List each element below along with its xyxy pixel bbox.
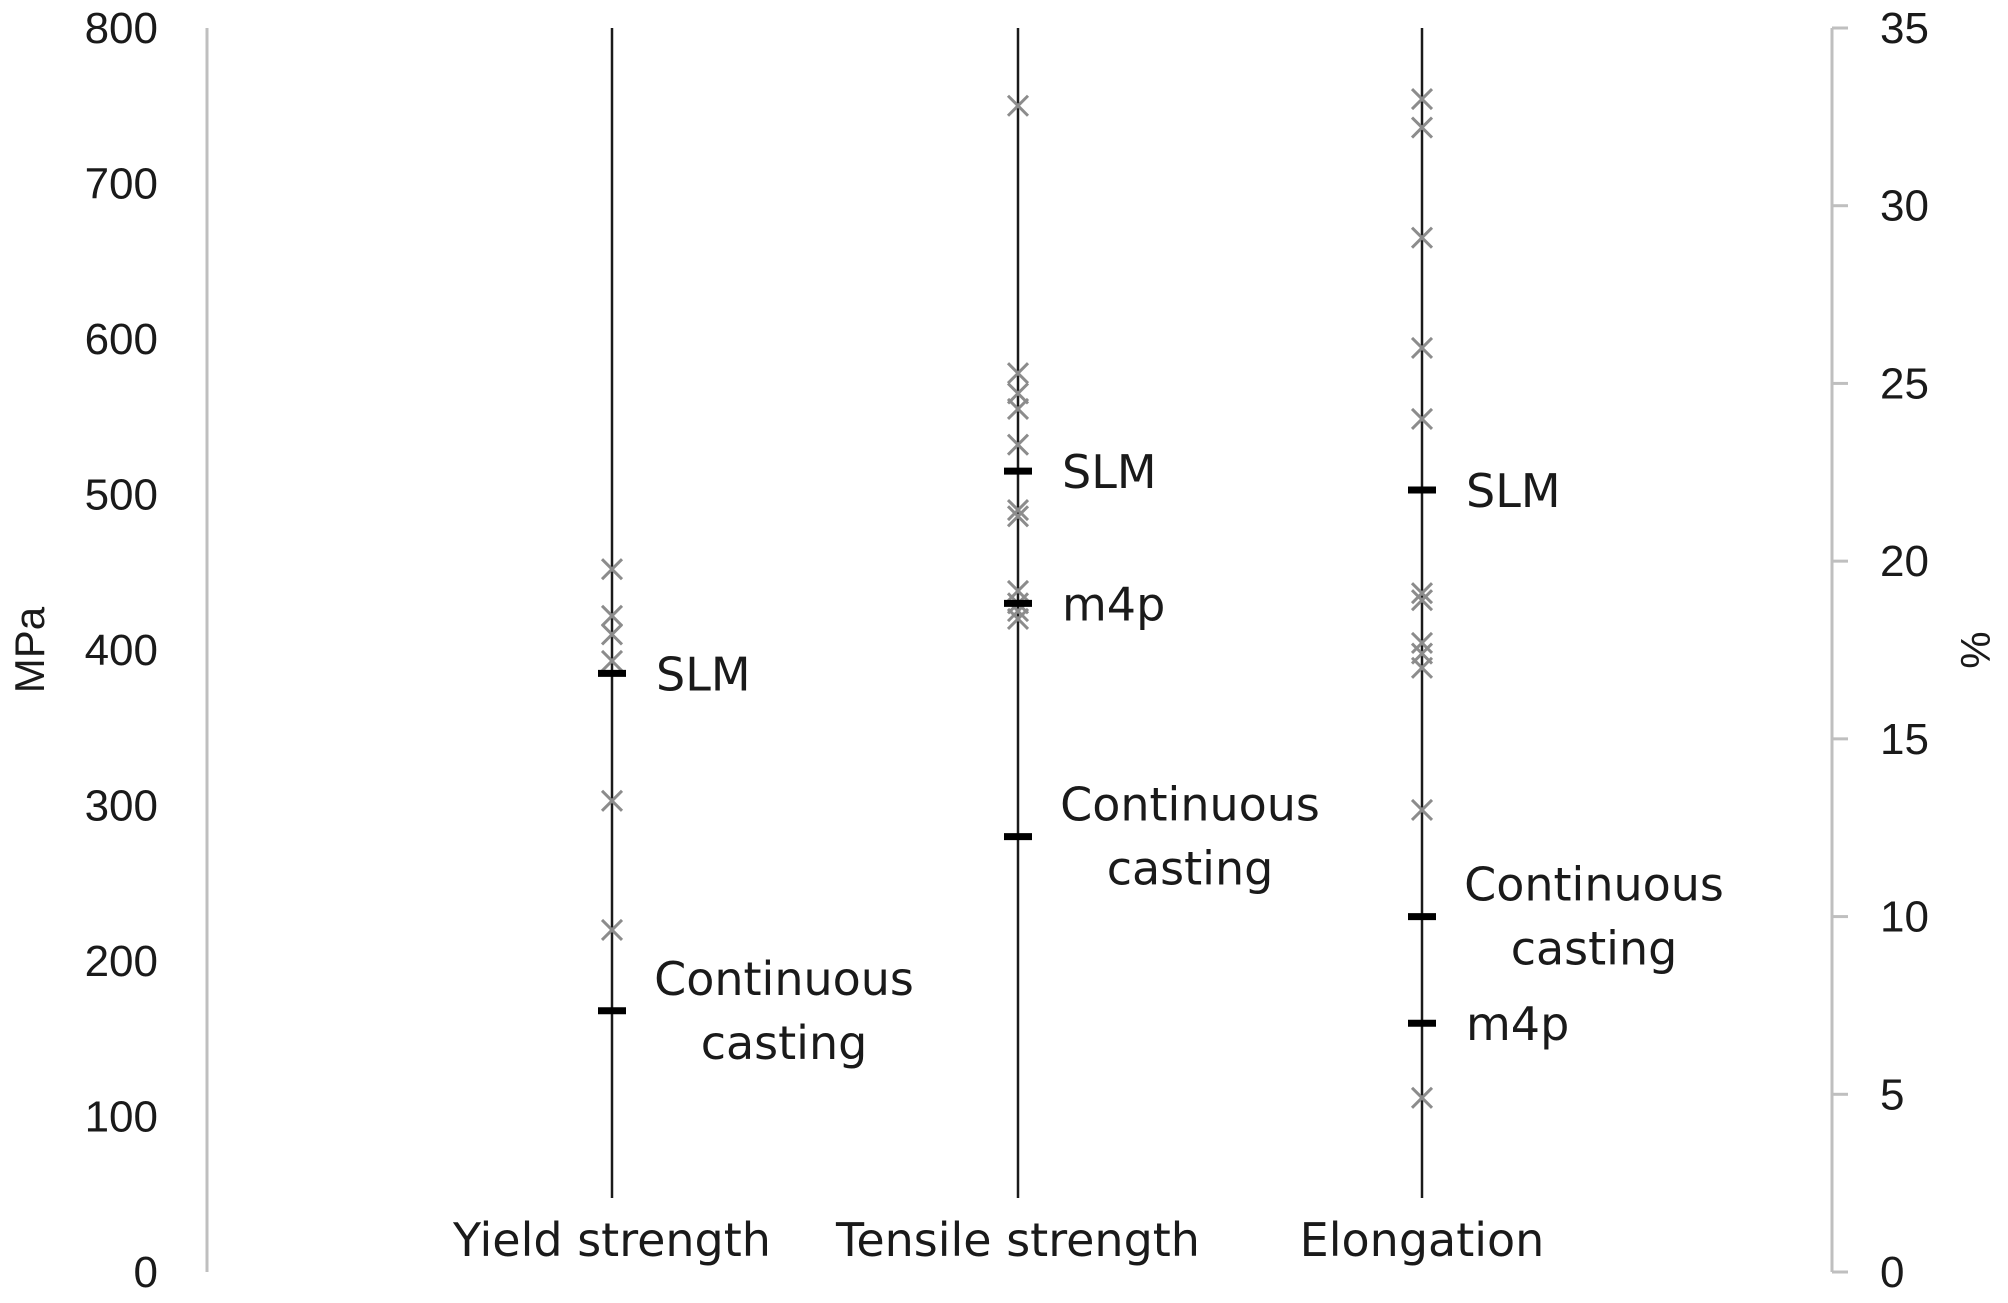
data-point-marker (1410, 582, 1434, 605)
data-point-marker (1410, 798, 1434, 822)
data-point-marker (1410, 407, 1434, 431)
data-point-marker (1410, 226, 1434, 249)
right-tick-label: 0 (1880, 1248, 1904, 1297)
data-point-marker (1006, 382, 1030, 405)
annotation-label: SLM (656, 647, 751, 701)
data-point-marker (1006, 397, 1030, 421)
data-point-marker (1006, 94, 1030, 117)
left-tick-label: 400 (85, 626, 158, 675)
data-point-marker (1410, 589, 1434, 612)
data-point-marker (1410, 1086, 1434, 1109)
annotation-label: m4p (1062, 577, 1165, 631)
annotation-label: Continuous (654, 952, 914, 1006)
category-label: Elongation (1300, 1213, 1545, 1267)
right-tick-label: 15 (1880, 715, 1929, 764)
annotation-label: Continuous (1060, 778, 1320, 832)
annotation-label: SLM (1062, 445, 1157, 499)
data-point-marker (1006, 505, 1030, 528)
left-tick-label: 100 (85, 1093, 158, 1142)
category-label: Yield strength (452, 1213, 771, 1267)
data-point-marker (600, 789, 624, 812)
right-tick-label: 20 (1880, 537, 1929, 586)
data-point-marker (1006, 607, 1030, 630)
right-tick-label: 5 (1880, 1070, 1904, 1119)
category-label: Tensile strength (835, 1213, 1200, 1267)
data-point-marker (1006, 433, 1030, 456)
annotation-label: SLM (1466, 464, 1561, 518)
left-tick-label: 300 (85, 782, 158, 831)
left-tick-label: 800 (85, 4, 158, 53)
left-tick-label: 200 (85, 937, 158, 986)
left-tick-label: 0 (134, 1248, 158, 1297)
annotation-label: casting (1107, 842, 1274, 896)
data-point-marker (1006, 362, 1030, 385)
data-point-marker (600, 558, 624, 581)
data-point-marker (1006, 498, 1030, 522)
right-tick-label: 25 (1880, 359, 1929, 408)
annotation-label: casting (701, 1016, 868, 1070)
left-tick-label: 700 (85, 160, 158, 209)
data-point-marker (1410, 88, 1434, 111)
data-point-marker (1410, 336, 1434, 359)
left-tick-label: 600 (85, 315, 158, 364)
annotation-label: casting (1511, 922, 1678, 976)
data-point-marker (600, 649, 624, 672)
right-tick-label: 10 (1880, 893, 1929, 942)
right-tick-label: 30 (1880, 182, 1929, 231)
data-point-marker (600, 604, 624, 627)
right-tick-label: 35 (1880, 4, 1929, 53)
annotation-label: m4p (1466, 997, 1569, 1051)
right-axis-title: % (1952, 631, 1999, 668)
data-point-marker (600, 918, 624, 941)
data-point-marker (1410, 656, 1434, 679)
left-tick-label: 500 (85, 471, 158, 520)
data-point-marker (1410, 631, 1434, 654)
annotation-label: Continuous (1464, 858, 1724, 912)
left-axis-title: MPa (6, 606, 53, 693)
data-point-marker (1410, 116, 1434, 139)
data-point-marker (600, 623, 624, 646)
